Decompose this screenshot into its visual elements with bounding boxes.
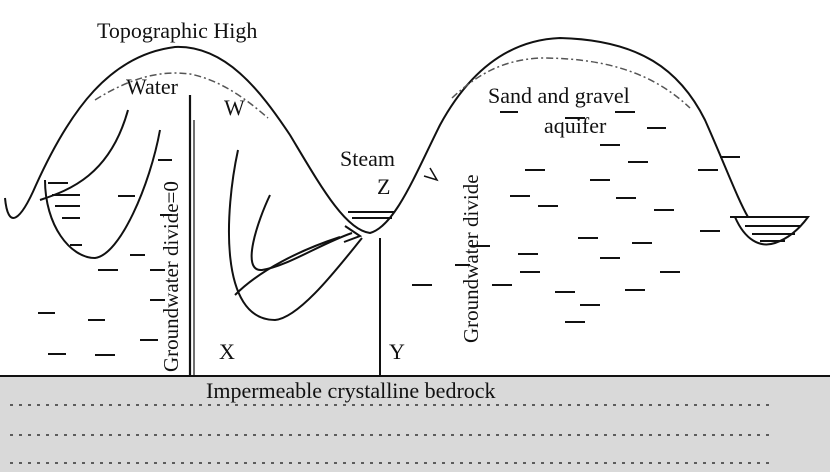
water-table-line-right [451,57,691,109]
left-flow-loop-inner [39,109,129,201]
label-z: Z [377,174,390,199]
label-w: W [224,95,245,120]
label-bedrock: Impermeable crystalline bedrock [206,378,496,403]
right-lake-water-lines [730,216,808,242]
label-groundwater-divide-0: Groundwater divide=0 [159,181,183,372]
left-flow-loop-outer [44,129,161,260]
label-topographic-high: Topographic High [97,18,257,43]
label-sand-gravel-line1: Sand and gravel [488,83,630,108]
label-x: X [219,339,235,364]
label-groundwater-divide: Groundwater divide [459,174,483,343]
flow-arrowhead [343,225,363,243]
left-water-dashes [38,159,172,356]
deep-flow-line [227,149,363,322]
surface-slope-arrow [423,167,439,182]
water-table-line [94,72,269,119]
right-aquifer-dashes [412,111,740,323]
right-lake-basin [733,216,810,246]
label-water: Water [126,74,179,99]
shallow-flow-line [250,194,353,272]
label-steam: Steam [340,146,395,171]
upper-flow-line [234,236,341,296]
label-y: Y [389,339,405,364]
bedrock-dotted-lines [10,404,775,464]
bedrock-layer [0,376,830,472]
label-sand-gravel-line2: aquifer [544,113,607,138]
land-surface-line [4,36,749,235]
